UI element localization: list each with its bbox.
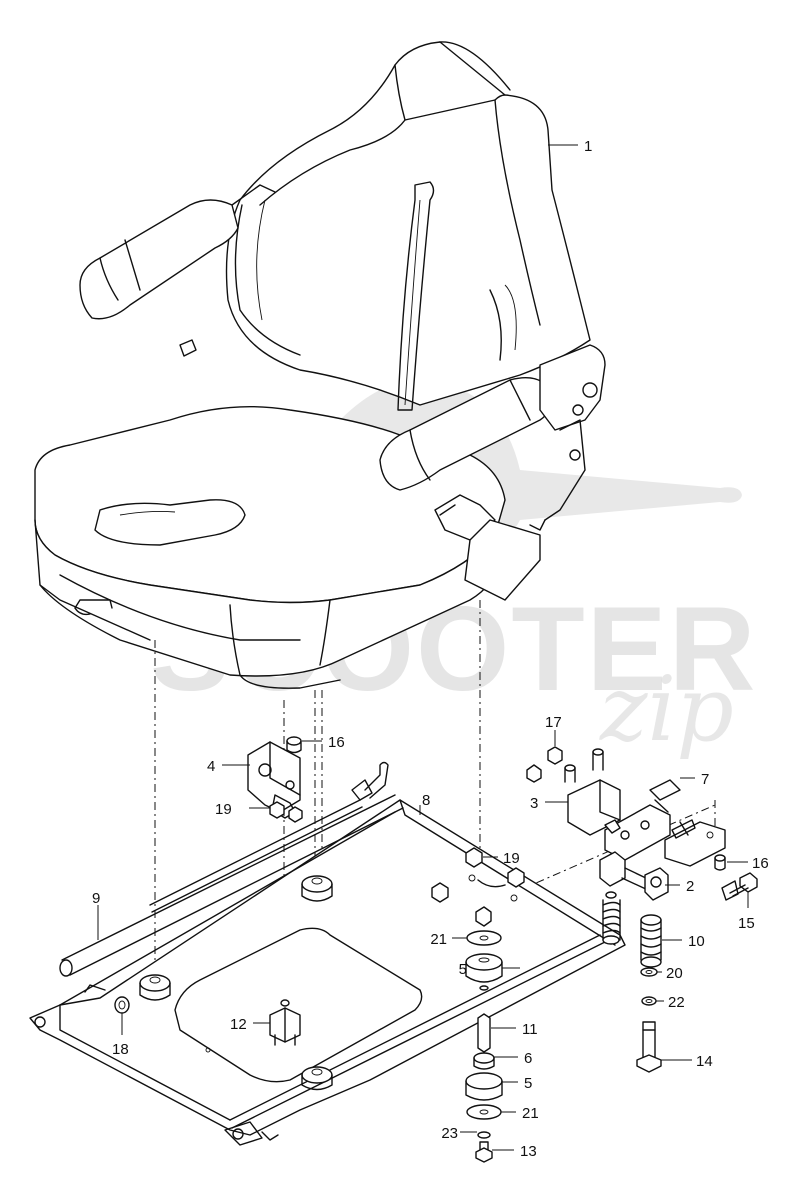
seat-switch	[269, 999, 301, 1046]
callout-c20: 20	[657, 965, 683, 982]
callout-c23: 23	[441, 1125, 477, 1142]
callout-number: 2	[686, 878, 694, 895]
callout-c12: 12	[230, 1016, 270, 1033]
watermark-script: zip	[599, 657, 734, 762]
callout-c21b: 21	[501, 1105, 539, 1122]
callout-c2: 2	[665, 878, 694, 895]
callout-number: 10	[688, 933, 705, 950]
callout-number: 18	[112, 1041, 129, 1058]
callout-c16b: 16	[727, 855, 769, 872]
callout-number: 13	[520, 1143, 537, 1160]
callout-c11: 11	[491, 1021, 538, 1038]
callout-c3: 3	[530, 795, 568, 812]
callout-number: 14	[696, 1053, 713, 1070]
callout-number: 23	[441, 1125, 458, 1142]
callout-c13: 13	[492, 1143, 537, 1160]
seat-assembly	[34, 41, 606, 689]
callout-number: 11	[522, 1021, 538, 1038]
callout-c19a: 19	[215, 801, 270, 818]
callout-number: 21	[522, 1105, 539, 1122]
callout-c10: 10	[662, 933, 705, 950]
callout-number: 9	[92, 890, 100, 907]
callout-c7: 7	[680, 771, 709, 788]
callout-number: 5	[524, 1075, 532, 1092]
callout-c18: 18	[112, 1013, 129, 1058]
callouts: 1234556789101112131415161617181919202121…	[92, 138, 769, 1160]
hinge-bracket	[526, 746, 681, 861]
callout-c15: 15	[738, 892, 755, 932]
spring-10	[640, 914, 662, 968]
callout-c1: 1	[548, 138, 592, 155]
callout-c21a: 21	[430, 931, 467, 948]
callout-number: 22	[668, 994, 685, 1011]
callout-c22: 22	[656, 994, 685, 1011]
switch-bracket	[247, 736, 303, 823]
callout-number: 16	[328, 734, 345, 751]
hinge-plate	[664, 819, 758, 901]
callout-c16a: 16	[302, 734, 345, 751]
callout-c17: 17	[545, 714, 562, 746]
callout-c14: 14	[661, 1053, 713, 1070]
spring-left	[602, 891, 621, 945]
base-plate	[29, 761, 626, 1146]
mount-stack	[465, 847, 503, 1163]
spring-assembly	[599, 851, 669, 1073]
callout-number: 20	[666, 965, 683, 982]
callout-number: 19	[215, 801, 232, 818]
callout-number: 17	[545, 714, 562, 731]
callout-number: 12	[230, 1016, 247, 1033]
callout-number: 16	[752, 855, 769, 872]
callout-number: 1	[584, 138, 592, 155]
callout-number: 21	[430, 931, 447, 948]
callout-c5b: 5	[502, 1075, 532, 1092]
callout-c19b: 19	[483, 850, 520, 867]
callout-number: 7	[701, 771, 709, 788]
callout-c6: 6	[494, 1050, 532, 1067]
callout-number: 5	[459, 961, 467, 978]
callout-c4: 4	[207, 758, 250, 775]
callout-number: 8	[422, 792, 430, 809]
callout-number: 3	[530, 795, 538, 812]
callout-number: 4	[207, 758, 215, 775]
callout-c5a: 5	[459, 961, 520, 978]
callout-c8: 8	[419, 792, 430, 815]
callout-number: 19	[503, 850, 520, 867]
callout-number: 15	[738, 915, 755, 932]
callout-c9: 9	[92, 890, 100, 940]
callout-number: 6	[524, 1050, 532, 1067]
